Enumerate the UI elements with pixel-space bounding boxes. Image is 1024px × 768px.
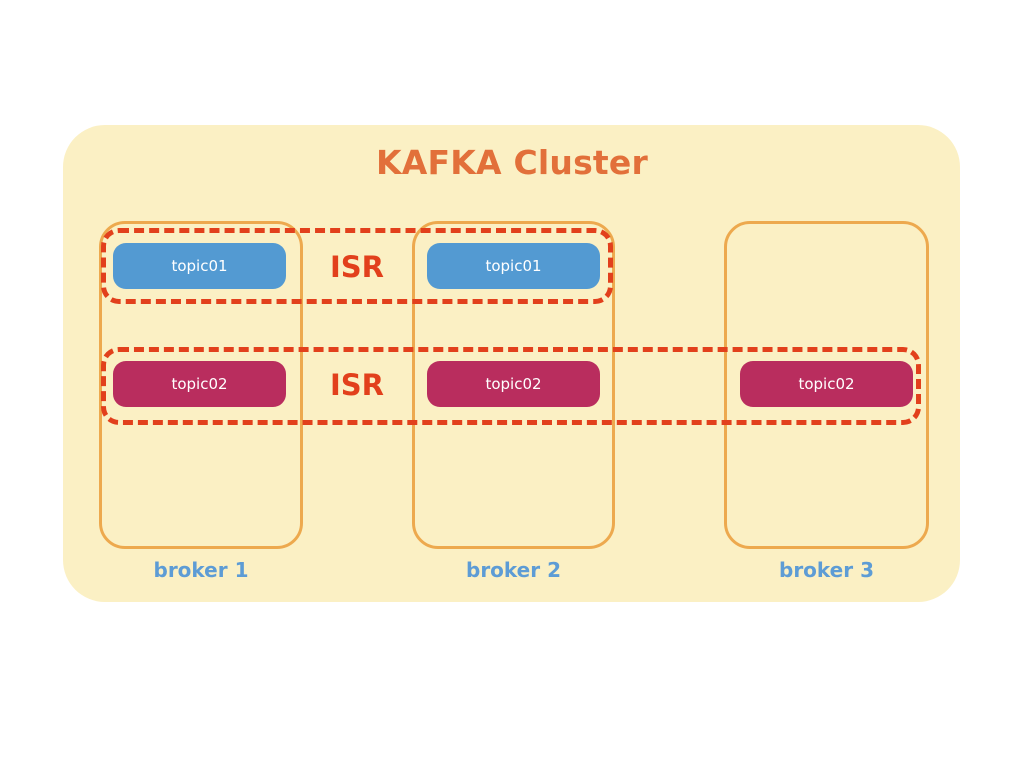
broker-label-broker-1: broker 1 [153,558,249,582]
broker-box-broker-3 [724,221,929,549]
isr-group-topic02 [101,347,921,425]
broker-box-broker-2 [412,221,615,549]
topic-pill-topic02-broker-3: topic02 [740,361,913,407]
page-title: KAFKA Cluster [376,143,648,182]
topic-pill-topic01-broker-1: topic01 [113,243,286,289]
topic-pill-topic01-broker-2: topic01 [427,243,600,289]
broker-label-broker-2: broker 2 [466,558,561,582]
broker-box-broker-1 [99,221,303,549]
isr-group-topic01 [101,228,613,304]
isr-label-topic01: ISR [329,250,384,284]
broker-label-broker-3: broker 3 [779,558,874,582]
topic-pill-topic02-broker-1: topic02 [113,361,286,407]
topic-pill-topic02-broker-2: topic02 [427,361,600,407]
isr-label-topic02: ISR [329,368,384,402]
